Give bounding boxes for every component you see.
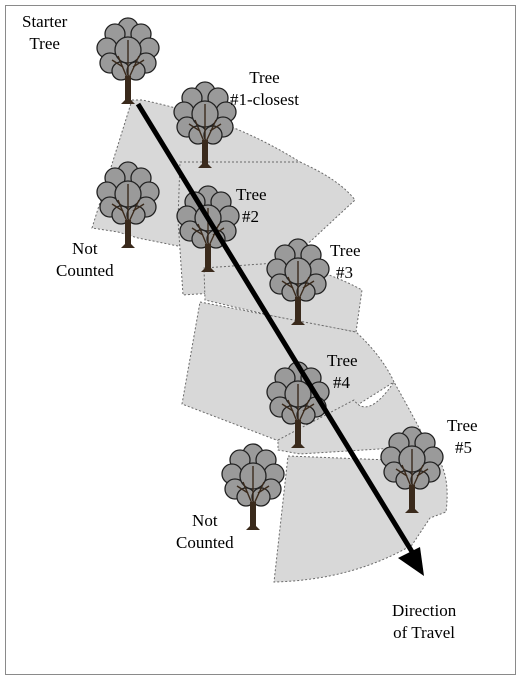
label-tree-3: Tree #3 (330, 241, 361, 282)
diagram-frame (5, 5, 516, 675)
direction-arrow-line (135, 102, 417, 557)
label-not-counted-a: Not Counted (56, 239, 114, 280)
label-tree-4: Tree #4 (327, 351, 358, 392)
starter-tree-icon (96, 17, 160, 105)
label-tree-5: Tree #5 (447, 416, 478, 457)
direction-arrow-icon (398, 547, 424, 576)
label-tree-2: Tree #2 (236, 185, 267, 226)
label-starter-tree: Starter Tree (22, 12, 68, 53)
label-direction-of-travel: Direction of Travel (392, 601, 457, 642)
label-tree-1: Tree #1-closest (230, 68, 299, 109)
label-not-counted-b: Not Counted (176, 511, 234, 552)
sector-5 (277, 381, 429, 455)
